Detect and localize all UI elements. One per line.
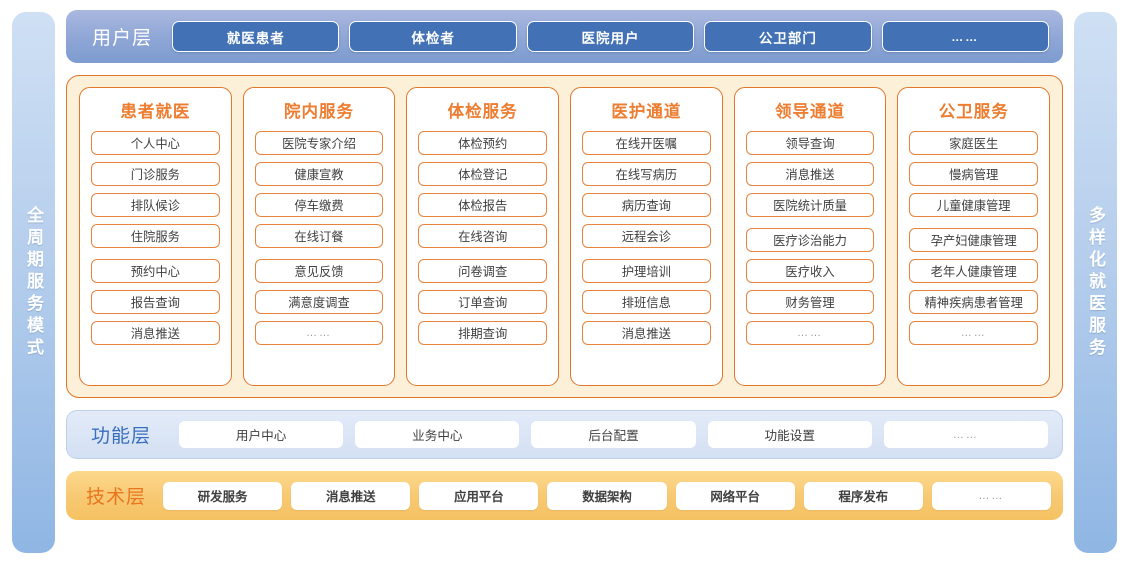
tech-layer-title: 技术层 — [86, 487, 147, 508]
service-item-list: 领导查询 消息推送 医院统计质量 医疗诊治能力 医疗收入 财务管理 …… — [745, 131, 875, 376]
service-item[interactable]: 医院统计质量 — [745, 193, 875, 217]
service-item[interactable]: 体检登记 — [418, 162, 548, 186]
service-item[interactable]: 在线开医嘱 — [582, 131, 711, 155]
left-rail-label: 全周期服务模式 — [24, 205, 43, 360]
user-layer-item-2[interactable]: 医院用户 — [526, 21, 695, 52]
service-item[interactable]: 慢病管理 — [909, 162, 1039, 186]
service-item[interactable]: 消息推送 — [745, 162, 875, 186]
service-column-title: 领导通道 — [775, 103, 846, 121]
function-layer-bar: 功能层 用户中心 业务中心 后台配置 功能设置 …… — [66, 410, 1063, 459]
service-item[interactable]: 在线咨询 — [418, 224, 548, 248]
user-layer-bar: 用户层 就医患者 体检者 医院用户 公卫部门 …… — [66, 10, 1063, 63]
service-item[interactable]: 老年人健康管理 — [909, 259, 1039, 283]
service-item[interactable]: 病历查询 — [582, 193, 711, 217]
user-layer-item-0[interactable]: 就医患者 — [172, 21, 340, 52]
service-item[interactable]: 预约中心 — [91, 259, 220, 283]
service-item[interactable]: 报告查询 — [91, 290, 220, 314]
service-column-title: 院内服务 — [284, 103, 354, 121]
service-column-title: 医护通道 — [611, 103, 682, 121]
service-item[interactable]: 订单查询 — [418, 290, 548, 314]
service-item[interactable]: 排队候诊 — [91, 193, 220, 217]
service-column-leadership: 领导通道 领导查询 消息推送 医院统计质量 医疗诊治能力 医疗收入 财务管理 …… — [733, 87, 887, 386]
service-item[interactable]: 排期查询 — [418, 321, 548, 345]
right-rail-label: 多样化就医服务 — [1086, 205, 1105, 360]
tech-layer-item-0[interactable]: 研发服务 — [163, 481, 283, 510]
service-column-title: 公卫服务 — [938, 103, 1009, 121]
function-layer-item-1[interactable]: 业务中心 — [355, 421, 520, 448]
service-column-medical-staff: 医护通道 在线开医嘱 在线写病历 病历查询 远程会诊 护理培训 排班信息 消息推… — [570, 87, 723, 386]
service-item[interactable]: 医疗收入 — [745, 259, 875, 283]
function-layer-title: 功能层 — [91, 426, 152, 447]
left-rail-full-cycle-service: 全周期服务模式 — [12, 12, 55, 553]
service-item[interactable]: 停车缴费 — [254, 193, 384, 217]
service-item[interactable]: 体检报告 — [418, 193, 548, 217]
service-item[interactable]: 意见反馈 — [254, 259, 384, 283]
service-item[interactable]: 在线写病历 — [582, 162, 711, 186]
service-item[interactable]: 领导查询 — [745, 131, 875, 155]
tech-layer-item-4[interactable]: 网络平台 — [675, 481, 795, 510]
service-column-checkup: 体检服务 体检预约 体检登记 体检报告 在线咨询 问卷调查 订单查询 排期查询 — [406, 87, 560, 386]
layer-stack: 用户层 就医患者 体检者 医院用户 公卫部门 …… 患者就医 个人中心 门诊服务… — [66, 10, 1063, 556]
service-item-more[interactable]: …… — [254, 321, 384, 345]
service-item[interactable]: 家庭医生 — [909, 131, 1039, 155]
function-layer-item-3[interactable]: 功能设置 — [707, 421, 872, 448]
function-layer-item-2[interactable]: 后台配置 — [531, 421, 696, 448]
service-item-list: 家庭医生 慢病管理 儿童健康管理 孕产妇健康管理 老年人健康管理 精神疾病患者管… — [909, 131, 1039, 376]
service-column-in-hospital: 院内服务 医院专家介绍 健康宣教 停车缴费 在线订餐 意见反馈 满意度调查 …… — [242, 87, 396, 386]
service-item[interactable]: 在线订餐 — [254, 224, 384, 248]
service-item[interactable]: 消息推送 — [582, 321, 711, 345]
user-layer-item-1[interactable]: 体检者 — [349, 21, 517, 52]
service-item[interactable]: 精神疾病患者管理 — [909, 290, 1039, 314]
service-item[interactable]: 门诊服务 — [91, 162, 220, 186]
tech-layer-item-3[interactable]: 数据架构 — [547, 481, 667, 510]
service-item-list: 在线开医嘱 在线写病历 病历查询 远程会诊 护理培训 排班信息 消息推送 — [582, 131, 711, 376]
service-item[interactable]: 医疗诊治能力 — [745, 228, 875, 252]
service-column-title: 患者就医 — [120, 103, 191, 121]
service-item[interactable]: 财务管理 — [745, 290, 875, 314]
user-layer-item-more[interactable]: …… — [881, 21, 1049, 52]
function-layer-item-more[interactable]: …… — [883, 421, 1049, 448]
function-layer-item-0[interactable]: 用户中心 — [179, 421, 344, 448]
service-column-title: 体检服务 — [447, 103, 518, 121]
service-item[interactable]: 排班信息 — [582, 290, 711, 314]
service-item-list: 体检预约 体检登记 体检报告 在线咨询 问卷调查 订单查询 排期查询 — [418, 131, 548, 376]
service-item-more[interactable]: …… — [745, 321, 875, 345]
service-item-list: 医院专家介绍 健康宣教 停车缴费 在线订餐 意见反馈 满意度调查 …… — [254, 131, 384, 376]
service-item-more[interactable]: …… — [909, 321, 1039, 345]
service-column-patient-visit: 患者就医 个人中心 门诊服务 排队候诊 住院服务 预约中心 报告查询 消息推送 — [79, 87, 232, 386]
tech-layer-bar: 技术层 研发服务 消息推送 应用平台 数据架构 网络平台 程序发布 …… — [66, 471, 1063, 520]
service-item[interactable]: 消息推送 — [91, 321, 220, 345]
tech-layer-item-2[interactable]: 应用平台 — [419, 481, 539, 510]
service-item-list: 个人中心 门诊服务 排队候诊 住院服务 预约中心 报告查询 消息推送 — [91, 131, 220, 376]
service-item[interactable]: 远程会诊 — [582, 224, 711, 248]
service-panel: 患者就医 个人中心 门诊服务 排队候诊 住院服务 预约中心 报告查询 消息推送 … — [66, 75, 1063, 398]
user-layer-item-3[interactable]: 公卫部门 — [704, 21, 872, 52]
service-item[interactable]: 医院专家介绍 — [254, 131, 384, 155]
service-item[interactable]: 问卷调查 — [418, 259, 548, 283]
service-item[interactable]: 健康宣教 — [254, 162, 384, 186]
service-item[interactable]: 孕产妇健康管理 — [909, 228, 1039, 252]
tech-layer-item-5[interactable]: 程序发布 — [803, 481, 923, 510]
service-item[interactable]: 住院服务 — [91, 224, 220, 248]
service-item[interactable]: 儿童健康管理 — [909, 193, 1039, 217]
service-item[interactable]: 个人中心 — [91, 131, 220, 155]
user-layer-title: 用户层 — [92, 28, 153, 49]
service-item[interactable]: 体检预约 — [418, 131, 548, 155]
service-column-public-health: 公卫服务 家庭医生 慢病管理 儿童健康管理 孕产妇健康管理 老年人健康管理 精神… — [897, 87, 1051, 386]
tech-layer-item-more[interactable]: …… — [931, 481, 1051, 510]
right-rail-diversified-service: 多样化就医服务 — [1074, 12, 1117, 553]
service-item[interactable]: 护理培训 — [582, 259, 711, 283]
tech-layer-item-1[interactable]: 消息推送 — [291, 481, 411, 510]
service-item[interactable]: 满意度调查 — [254, 290, 384, 314]
